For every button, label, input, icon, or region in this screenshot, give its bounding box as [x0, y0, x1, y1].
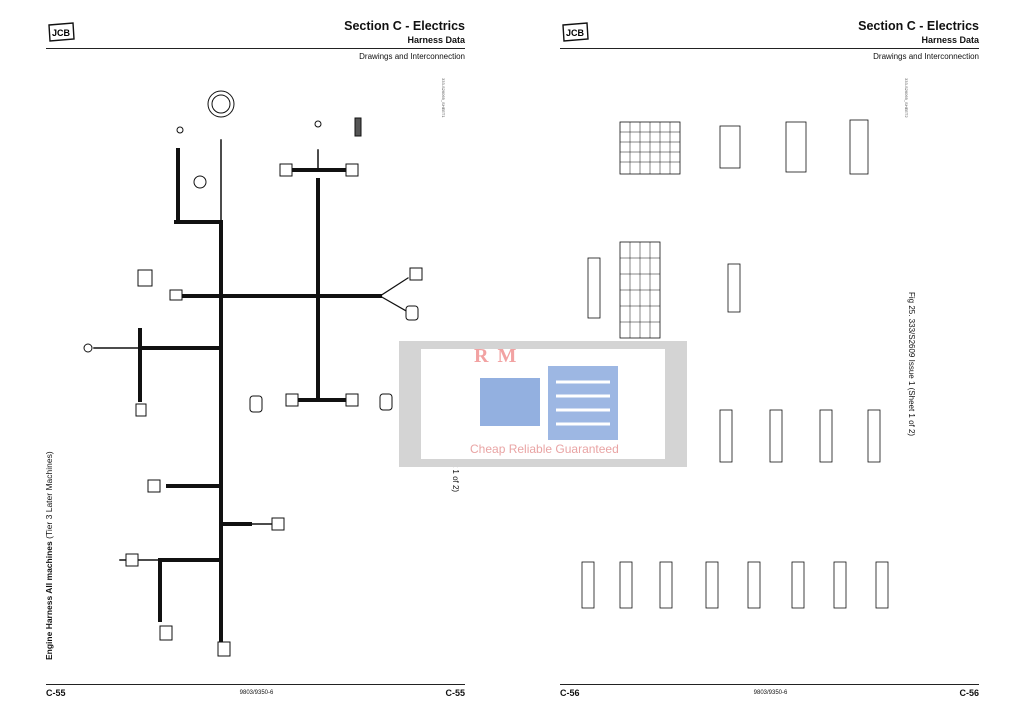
- doc-code: 9803/9350-6: [239, 690, 274, 696]
- oil-switch-icon: [135, 403, 147, 417]
- ecu-connector-icon: [271, 517, 285, 531]
- glow-plug-icon: [147, 479, 161, 493]
- table-grid-lines: [620, 122, 680, 338]
- footer-divider: [560, 684, 979, 685]
- subsection-title: Harness Data: [407, 35, 465, 45]
- subsection-title: Harness Data: [921, 35, 979, 45]
- page-number-left: C-56: [560, 688, 580, 698]
- section-title: Section C - Electrics: [858, 19, 979, 33]
- watermark: [399, 341, 687, 467]
- footer-divider: [46, 684, 465, 685]
- left-page: JCB Section C - Electrics Harness Data D…: [0, 0, 513, 725]
- page-number-right: C-56: [959, 688, 979, 698]
- section-title: Section C - Electrics: [344, 19, 465, 33]
- right-page: JCB Section C - Electrics Harness Data D…: [514, 0, 1027, 725]
- section-subtitle: Drawings and Interconnection: [873, 52, 979, 61]
- header-divider: [46, 48, 465, 49]
- svg-text:JCB: JCB: [566, 28, 585, 38]
- doc-code: 9803/9350-6: [753, 690, 788, 696]
- watermark-text: Cheap Reliable Guaranteed: [470, 442, 619, 456]
- section-subtitle: Drawings and Interconnection: [359, 52, 465, 61]
- alternator-icon: [137, 269, 153, 287]
- jcb-logo: JCB: [48, 22, 75, 42]
- fuel-pump-icon: [159, 625, 173, 641]
- fuel-level-icon: [125, 553, 139, 567]
- header-divider: [560, 48, 979, 49]
- watermark-letters: RM: [474, 345, 526, 367]
- svg-text:JCB: JCB: [52, 28, 71, 38]
- page-number-right: C-55: [445, 688, 465, 698]
- jcb-logo: JCB: [562, 22, 589, 42]
- oil-press-icon: [217, 641, 231, 657]
- page-number-left: C-55: [46, 688, 66, 698]
